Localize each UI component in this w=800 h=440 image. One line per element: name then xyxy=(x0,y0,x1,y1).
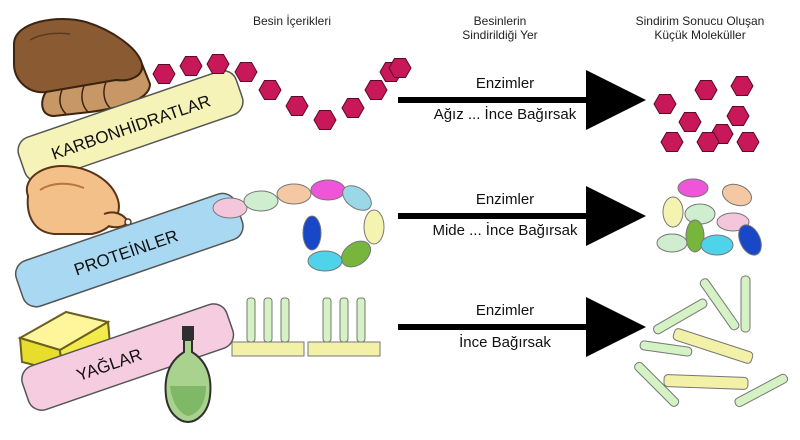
header-place-line2: Sindirildiği Yer xyxy=(462,28,538,42)
fatty-acids-glycerol xyxy=(634,275,789,408)
glucose-hexagon xyxy=(206,54,230,74)
glucose-hexagon xyxy=(696,132,720,152)
glycerol-piece xyxy=(663,374,749,390)
place-label-proteins: Mide ... İnce Bağırsak xyxy=(432,222,578,239)
oil-bottle-icon xyxy=(164,326,212,424)
glucose-hexagon xyxy=(678,112,702,132)
fats-label-box: YAĞLAR xyxy=(21,303,235,411)
header-contents-text: Besin İçerikleri xyxy=(252,14,332,28)
header-result: Sindirim Sonucu Oluşan Küçük Moleküller xyxy=(610,14,790,42)
triglyceride xyxy=(231,297,381,357)
amino-acid xyxy=(340,240,372,268)
amino-acid xyxy=(212,197,248,219)
amino-acid xyxy=(684,203,716,225)
protein-chain xyxy=(212,179,385,272)
glucose-hexagon xyxy=(726,106,750,126)
amino-acid xyxy=(656,233,688,253)
amino-acid xyxy=(677,178,709,198)
amino-acid xyxy=(738,224,762,256)
header-place-line1: Besinlerin xyxy=(473,14,527,28)
fatty-acid xyxy=(699,278,740,331)
glucose-hexagon xyxy=(285,96,309,116)
glucose-hexagon xyxy=(341,98,365,118)
glucose-hexagon xyxy=(736,132,760,152)
glycerol xyxy=(307,341,381,357)
fatty-acid-chain xyxy=(246,297,256,343)
glucose-hexagon xyxy=(653,94,677,114)
amino-acid xyxy=(685,219,705,253)
fatty-acid xyxy=(652,298,708,335)
fatty-acid xyxy=(634,361,680,407)
amino-acid xyxy=(363,209,385,245)
glycerol xyxy=(231,341,305,357)
place-label-fats: İnce Bağırsak xyxy=(459,334,551,351)
glycerol-piece xyxy=(672,328,754,364)
glucose-hexagon xyxy=(694,80,718,100)
amino-acid xyxy=(276,183,312,205)
glucose-hexagon xyxy=(152,64,176,84)
fatty-acid xyxy=(740,275,751,333)
amino-acid xyxy=(721,183,753,207)
enzyme-label-carbohydrates: Enzimler xyxy=(475,75,535,92)
glucose-hexagon xyxy=(258,80,282,100)
fatty-acid-chain xyxy=(339,297,349,343)
amino-acid xyxy=(662,196,684,228)
header-result-line1: Sindirim Sonucu Oluşan xyxy=(635,14,765,28)
monosaccharides xyxy=(653,76,760,152)
fatty-acid-chain xyxy=(280,297,290,343)
amino-acid xyxy=(302,215,322,251)
header-result-line2: Küçük Moleküller xyxy=(654,28,746,42)
fatty-acid-chain xyxy=(263,297,273,343)
glucose-hexagon xyxy=(730,76,754,96)
carbohydrate-chain xyxy=(152,54,412,130)
amino-acid xyxy=(243,190,279,212)
fatty-acid-chain xyxy=(356,297,366,343)
chicken-icon xyxy=(25,164,132,235)
header-place: Besinlerin Sindirildiği Yer xyxy=(420,14,580,42)
amino-acid xyxy=(310,179,346,201)
fatty-acid-chain xyxy=(322,297,332,343)
header-contents: Besin İçerikleri xyxy=(222,14,362,28)
glucose-hexagon xyxy=(660,132,684,152)
amino-acid xyxy=(700,234,734,256)
amino-acids xyxy=(656,178,762,256)
glucose-hexagon xyxy=(388,58,412,78)
glucose-hexagon xyxy=(234,62,258,82)
amino-acid xyxy=(342,185,372,211)
glucose-hexagon xyxy=(364,80,388,100)
carbohydrates-box xyxy=(17,69,244,183)
glucose-hexagon xyxy=(179,56,203,76)
fats-box xyxy=(21,303,235,411)
fatty-acid xyxy=(734,373,789,408)
enzyme-label-fats: Enzimler xyxy=(475,302,535,319)
amino-acid xyxy=(307,250,343,272)
place-label-carbohydrates: Ağız ... İnce Bağırsak xyxy=(433,106,577,123)
enzyme-label-proteins: Enzimler xyxy=(475,191,535,208)
glucose-hexagon xyxy=(313,110,337,130)
